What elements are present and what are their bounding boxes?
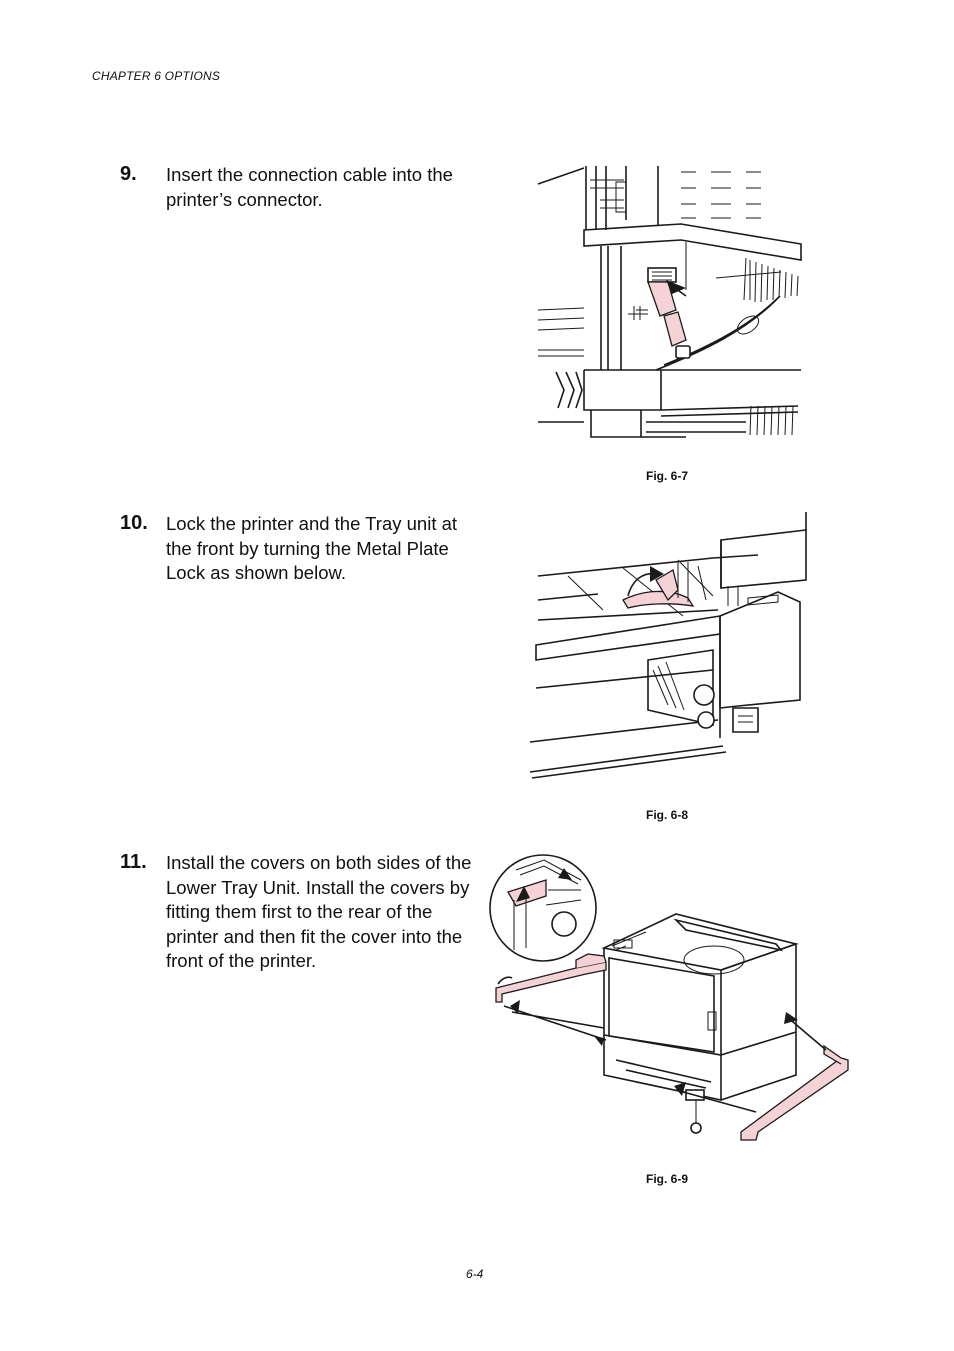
figure-install-covers xyxy=(486,850,856,1145)
chapter-header: CHAPTER 6 OPTIONS xyxy=(92,69,221,83)
page-number: 6-4 xyxy=(466,1267,484,1281)
figure-caption: Fig. 6-7 xyxy=(646,469,689,483)
step-number: 9. xyxy=(120,163,137,185)
step-10: 10. Lock the printer and the Tray unit a… xyxy=(120,512,480,592)
step-9: 9. Insert the connection cable into the … xyxy=(120,163,480,223)
step-number: 10. xyxy=(120,512,148,534)
figure-connection-cable xyxy=(536,160,806,445)
step-number: 11. xyxy=(120,851,147,873)
step-text: Install the covers on both sides of the … xyxy=(166,852,472,971)
step-11: 11. Install the covers on both sides of … xyxy=(120,851,480,981)
figure-caption: Fig. 6-9 xyxy=(646,1172,689,1186)
step-text: Insert the connection cable into the pri… xyxy=(166,164,453,210)
figure-metal-plate-lock xyxy=(528,510,813,785)
step-text: Lock the printer and the Tray unit at th… xyxy=(166,513,458,583)
figure-caption: Fig. 6-8 xyxy=(646,808,689,822)
